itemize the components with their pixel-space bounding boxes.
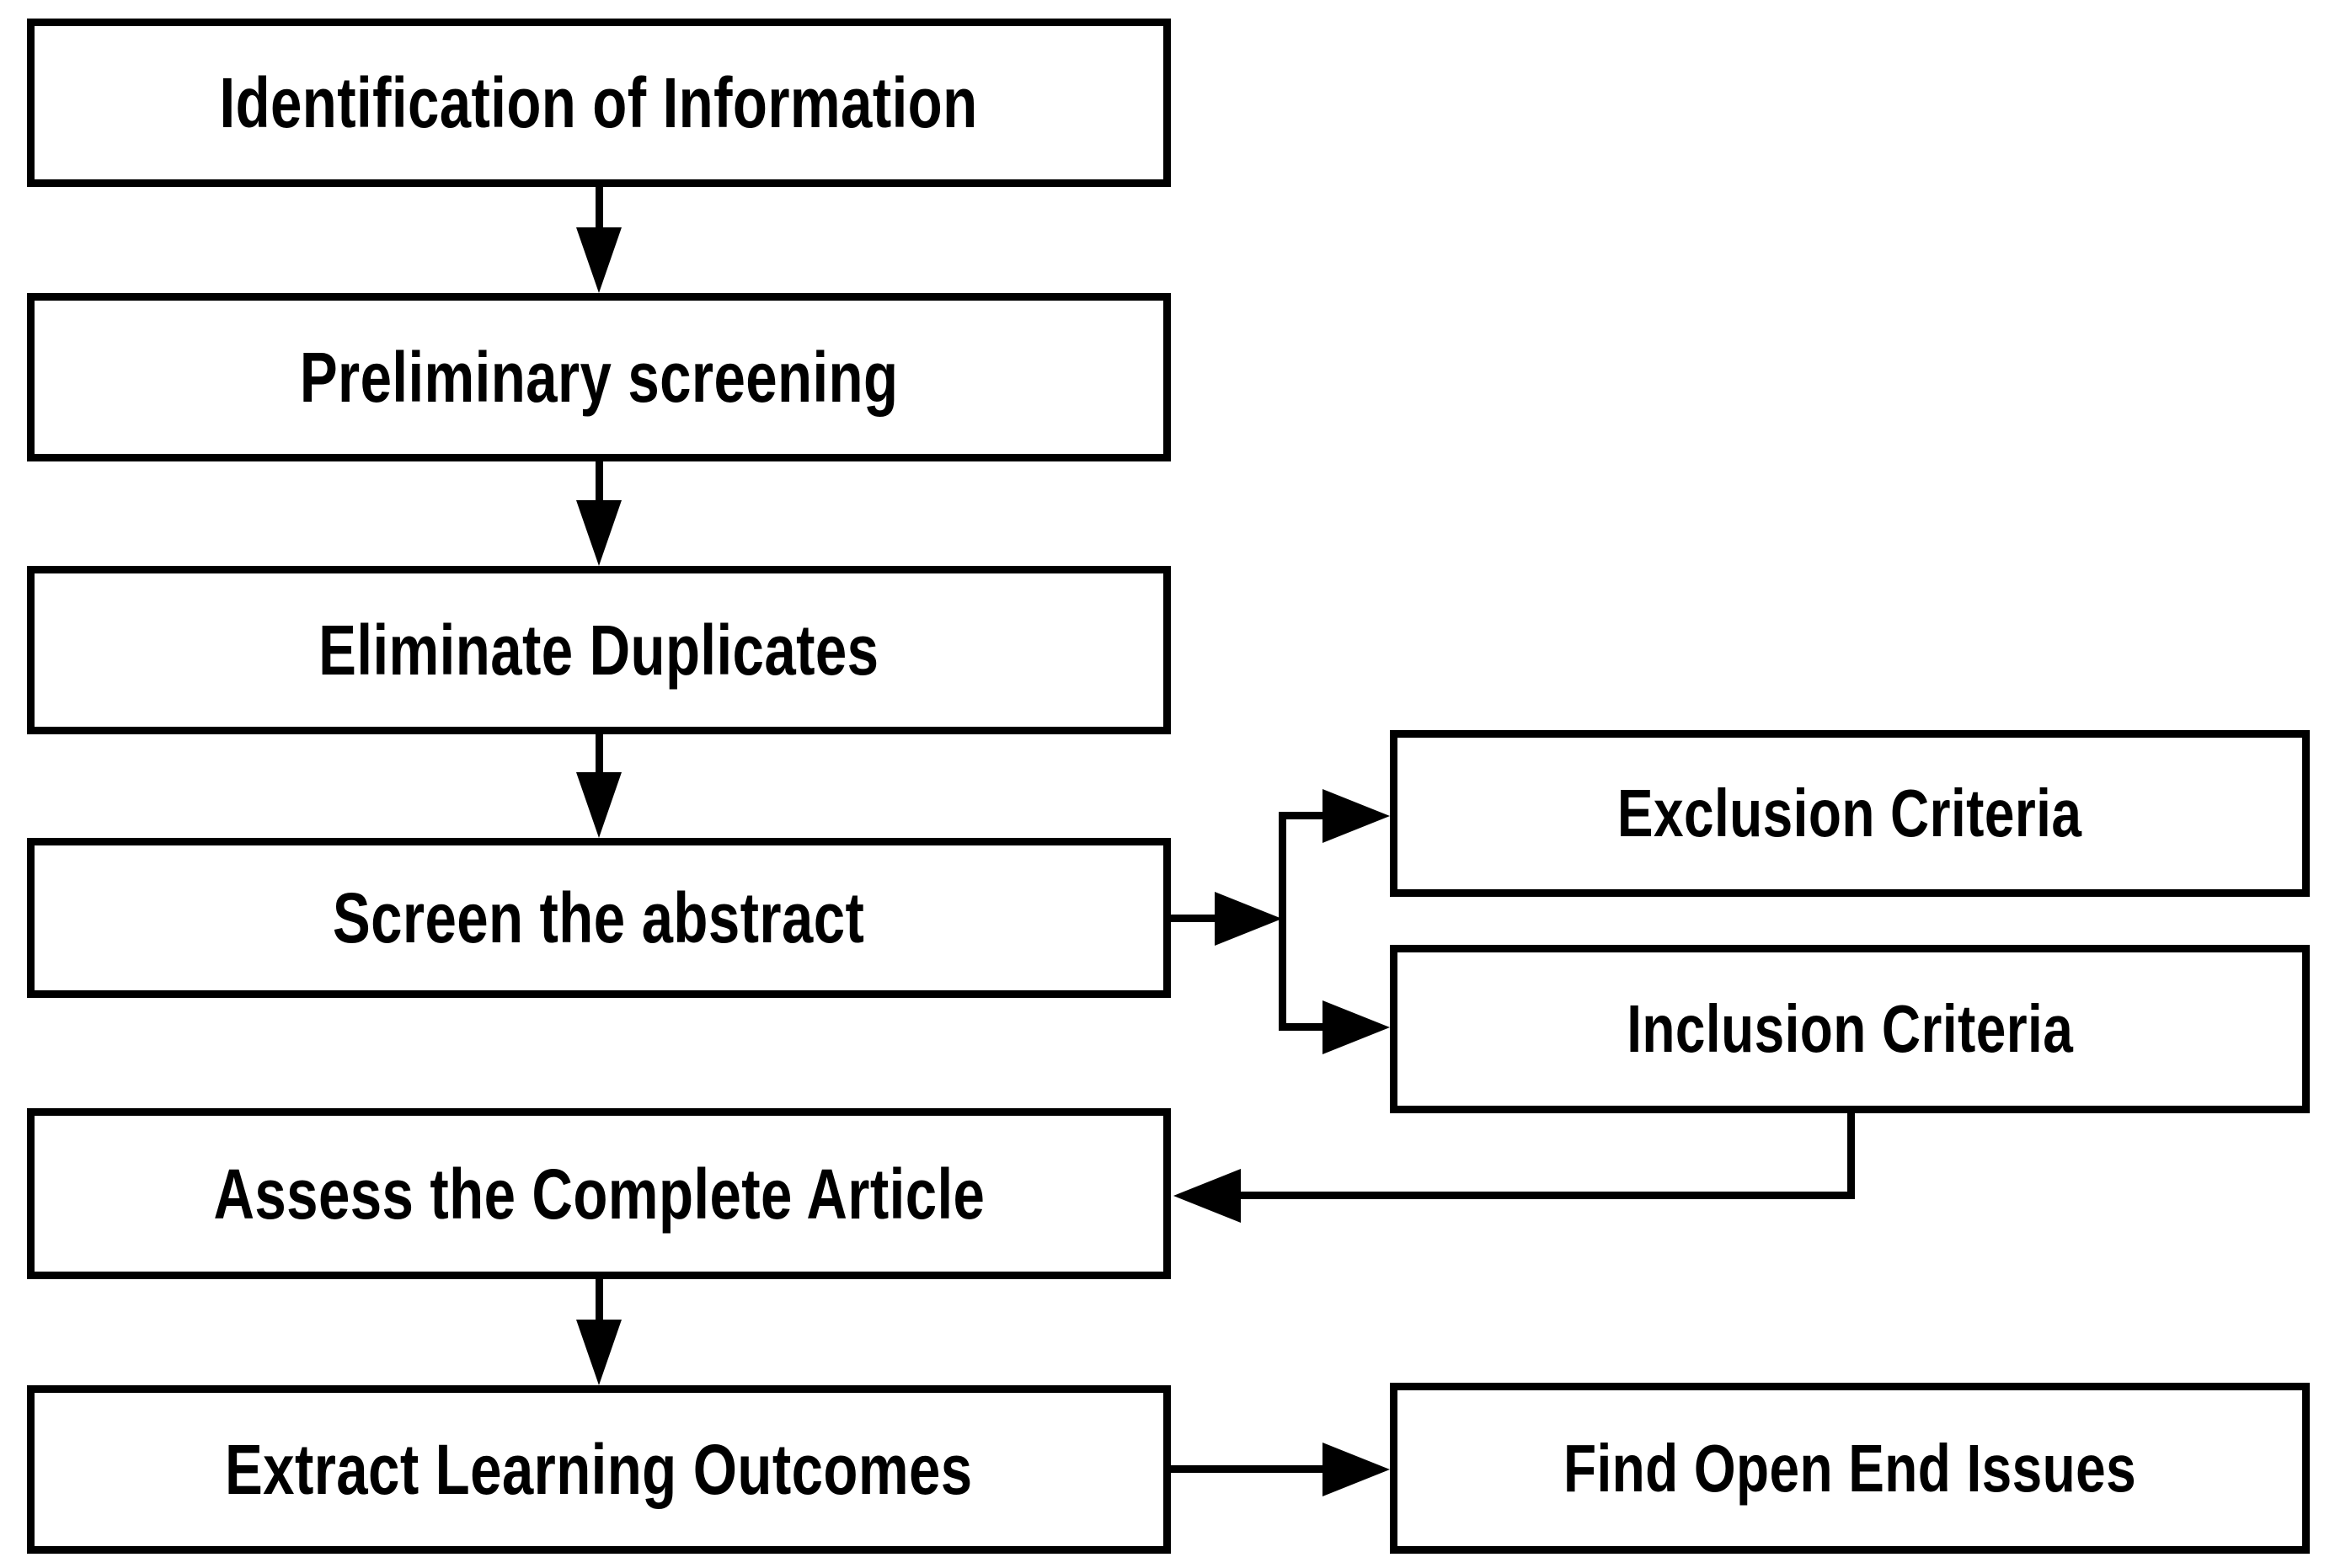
edge-line xyxy=(596,187,603,227)
node-preliminary-screening[interactable]: Preliminary screening xyxy=(27,293,1171,461)
node-extract-learning-outcomes[interactable]: Extract Learning Outcomes xyxy=(27,1385,1171,1554)
arrowhead-right-icon xyxy=(1215,892,1282,946)
edge-line xyxy=(596,1279,603,1320)
node-label: Find Open End Issues xyxy=(1563,1430,2137,1506)
arrowhead-right-icon xyxy=(1322,1000,1390,1054)
edge-line xyxy=(1241,1192,1855,1199)
node-label: Preliminary screening xyxy=(299,338,899,417)
node-label: Assess the Complete Article xyxy=(213,1154,985,1234)
arrowhead-down-icon xyxy=(576,227,622,293)
arrowhead-down-icon xyxy=(576,772,622,838)
node-inclusion-criteria[interactable]: Inclusion Criteria xyxy=(1390,945,2310,1113)
node-screen-the-abstract[interactable]: Screen the abstract xyxy=(27,838,1171,998)
arrowhead-right-icon xyxy=(1322,1443,1390,1496)
arrowhead-left-icon xyxy=(1173,1169,1241,1223)
node-label: Screen the abstract xyxy=(333,878,865,957)
edge-line xyxy=(1279,1023,1322,1031)
node-eliminate-duplicates[interactable]: Eliminate Duplicates xyxy=(27,566,1171,734)
edge-line xyxy=(1847,1113,1855,1196)
node-label: Eliminate Duplicates xyxy=(318,611,879,690)
arrowhead-down-icon xyxy=(576,500,622,566)
edge-line xyxy=(1171,1465,1322,1473)
node-label: Identification of Information xyxy=(219,63,979,142)
edge-line xyxy=(1279,812,1322,819)
edge-line xyxy=(596,461,603,500)
node-label: Exclusion Criteria xyxy=(1617,776,2082,851)
node-exclusion-criteria[interactable]: Exclusion Criteria xyxy=(1390,730,2310,897)
node-find-open-end-issues[interactable]: Find Open End Issues xyxy=(1390,1383,2310,1554)
node-assess-the-complete-article[interactable]: Assess the Complete Article xyxy=(27,1108,1171,1279)
node-identification-of-information[interactable]: Identification of Information xyxy=(27,19,1171,187)
edge-split-line xyxy=(1279,812,1286,1031)
arrowhead-right-icon xyxy=(1322,789,1390,843)
edge-line xyxy=(1171,915,1215,922)
edge-line xyxy=(596,734,603,772)
arrowhead-down-icon xyxy=(576,1320,622,1385)
node-label: Extract Learning Outcomes xyxy=(225,1430,973,1509)
node-label: Inclusion Criteria xyxy=(1626,991,2073,1066)
